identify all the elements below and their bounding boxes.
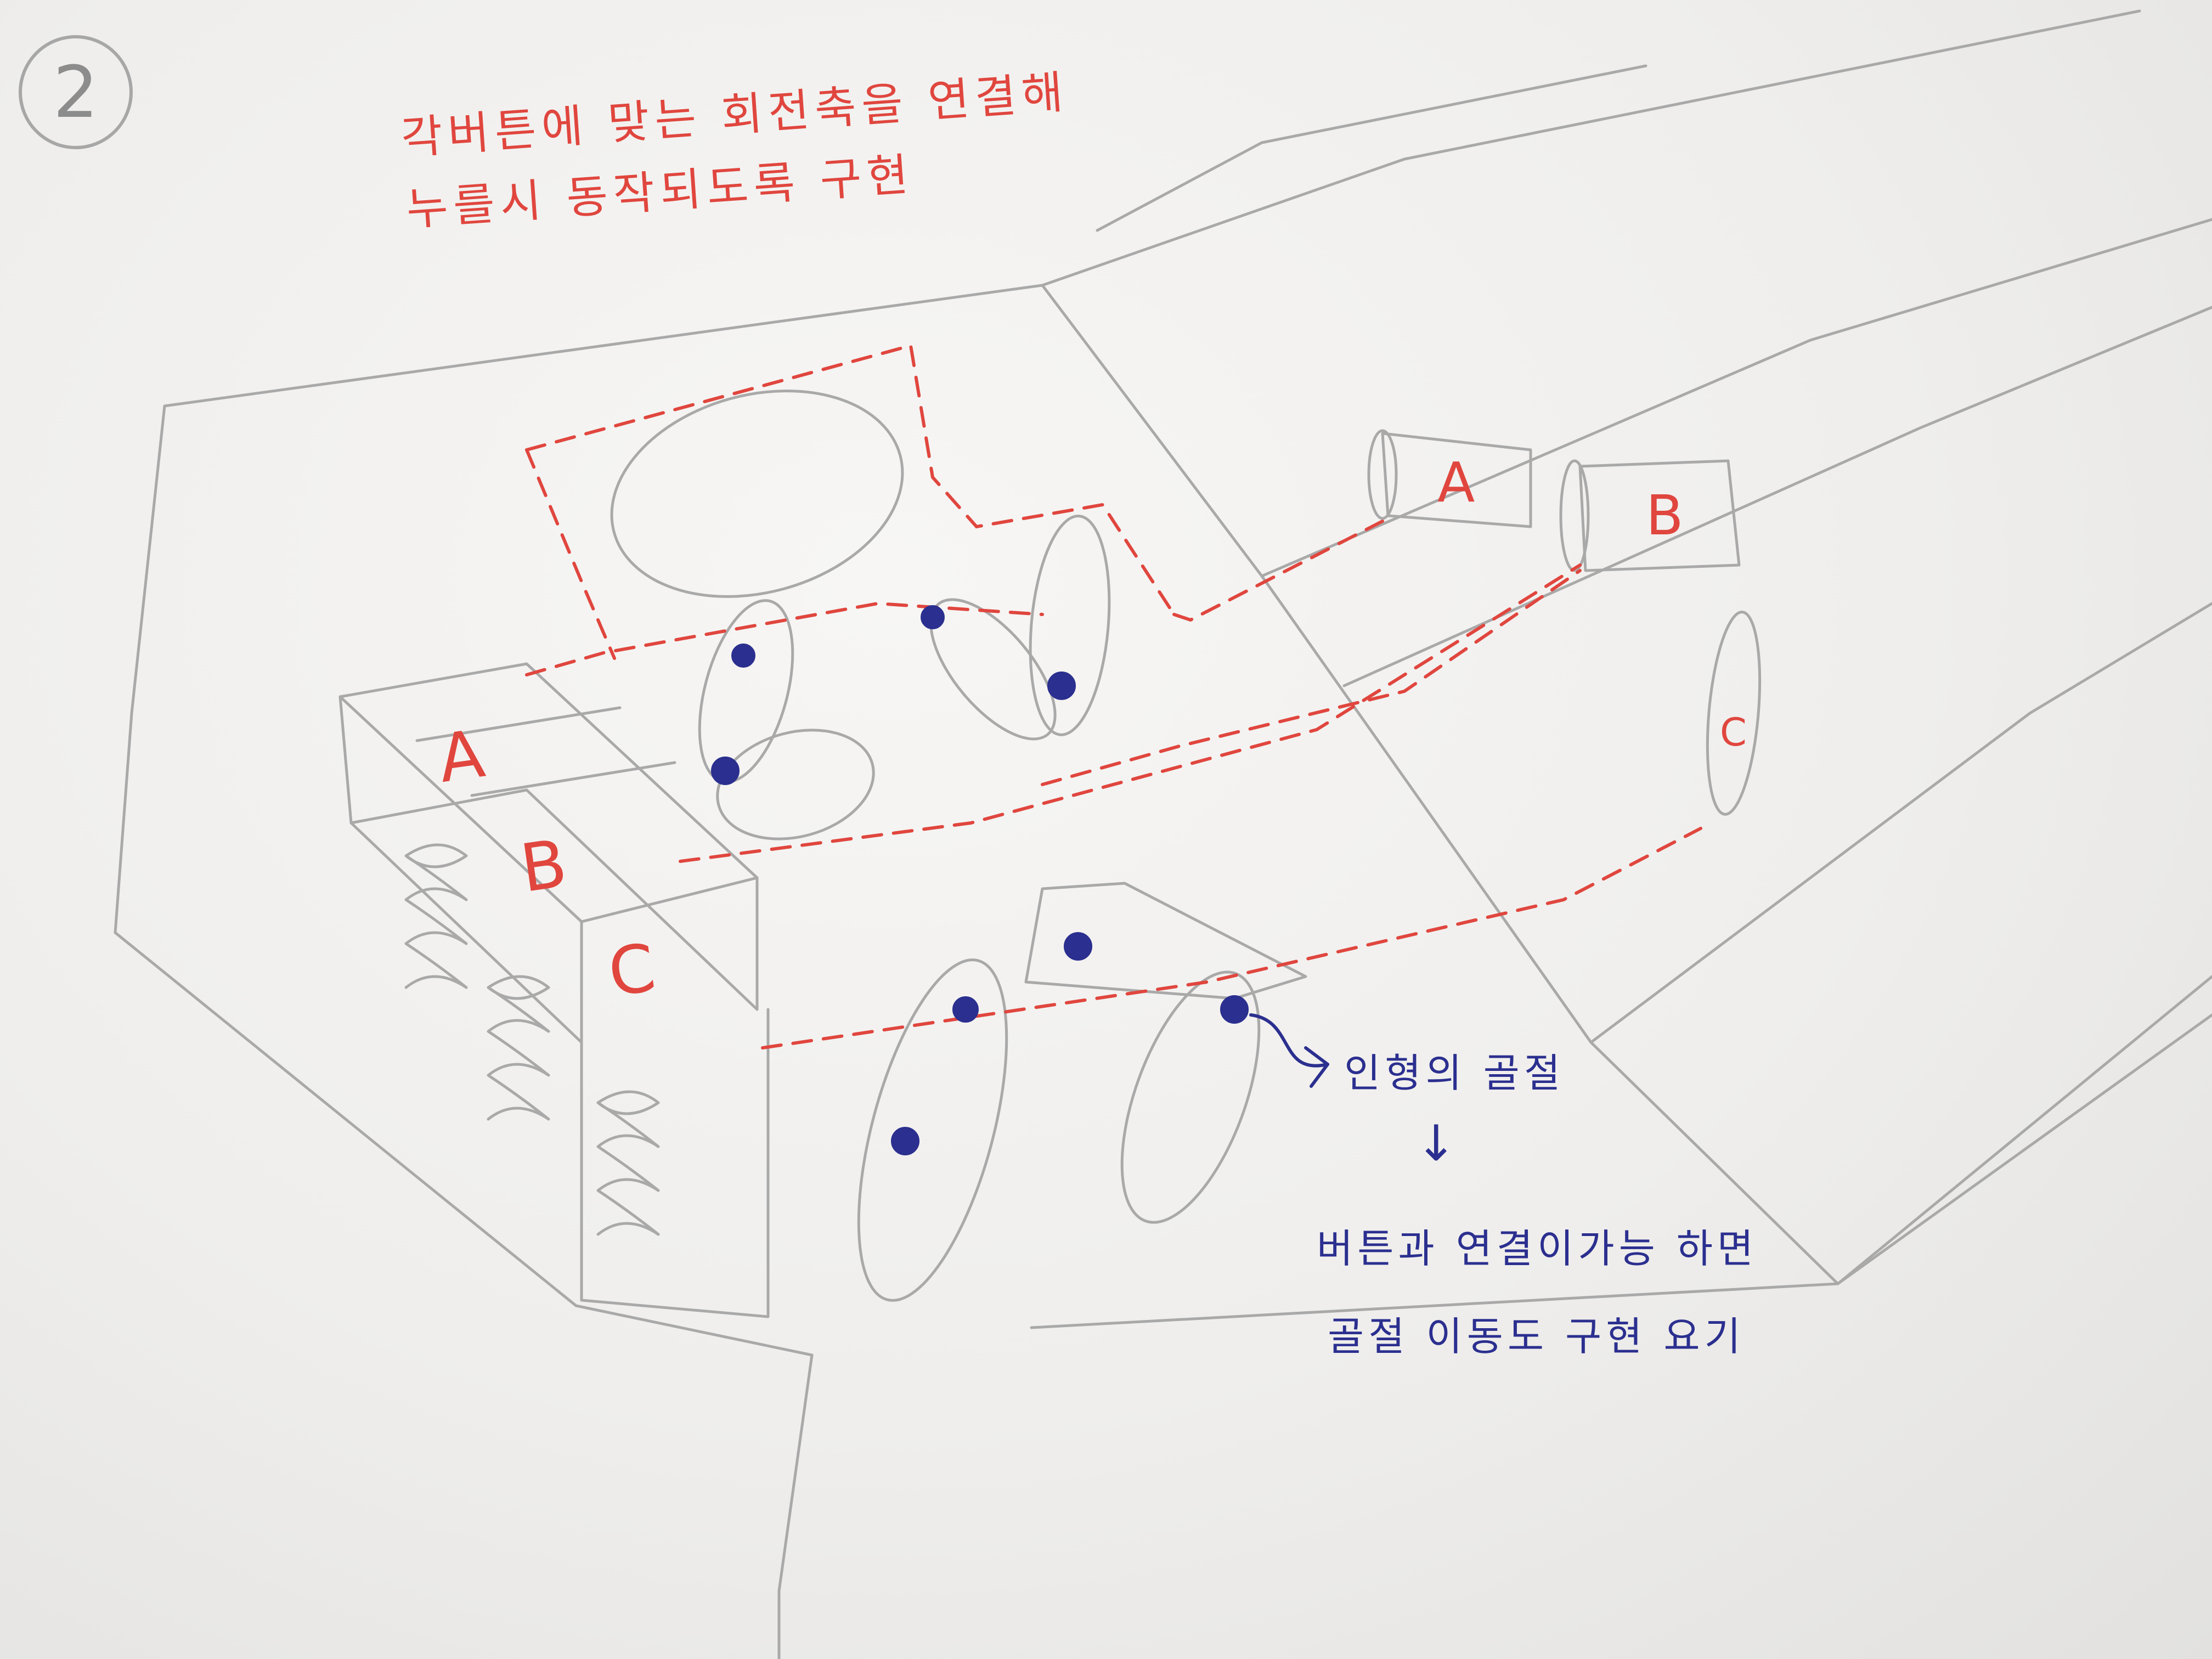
- blue-note-line2: 골절 이동도 구현 요기: [1328, 1313, 1745, 1359]
- button-block-side: [338, 695, 583, 1044]
- back-button-c: [1706, 611, 1762, 816]
- step-number-circle: 2: [19, 35, 133, 149]
- front-button-label-a: A: [433, 715, 489, 798]
- link-line-b: [679, 563, 1582, 863]
- back-button-label-a: A: [1437, 450, 1475, 515]
- step-number: 2: [53, 50, 99, 134]
- head-rotation-frame: [525, 343, 1176, 616]
- spring-a: [404, 843, 468, 989]
- back-button-b: [1578, 459, 1741, 572]
- front-button-label-c: C: [603, 929, 660, 1012]
- joint-8: [891, 1127, 919, 1155]
- button-block-front: [349, 788, 759, 1011]
- doll-left-lower-arm: [716, 729, 875, 840]
- rail-3: [1589, 602, 2212, 1044]
- back-button-label-c: C: [1720, 710, 1747, 755]
- box-right-bottom-edge: [1030, 975, 2212, 1329]
- joint-arrow: [1249, 1013, 1329, 1068]
- joint-2: [711, 757, 740, 785]
- doll-left-leg: [857, 958, 1008, 1302]
- doll-right-lower-arm: [1029, 515, 1111, 736]
- blue-note-line1: 버튼과 연결이가능 하면: [1317, 1226, 1758, 1272]
- doll-left-upper-arm: [698, 599, 794, 783]
- doll-right-leg: [1120, 970, 1261, 1224]
- back-button-label-b: B: [1646, 483, 1684, 548]
- spring-c: [596, 1090, 660, 1236]
- box-inner-diagonal: [1041, 284, 1839, 1285]
- link-line-a: [1172, 520, 1384, 622]
- box-base-edge: [777, 1353, 814, 1659]
- rail-1: [1260, 218, 2212, 578]
- box-left-edge: [114, 404, 166, 934]
- doll-hip: [1024, 882, 1307, 1000]
- box-bottom-edge: [114, 931, 814, 1357]
- spring-b: [487, 975, 550, 1121]
- joint-4: [1047, 672, 1076, 700]
- link-line-c: [761, 827, 1702, 1049]
- joint-note: 인형의 골절: [1344, 1050, 1565, 1096]
- back-button-a: [1381, 432, 1532, 528]
- box-top-edge: [163, 9, 2141, 408]
- joint-1: [731, 644, 755, 668]
- joint-6: [952, 996, 979, 1023]
- doll-right-upper-arm: [929, 598, 1057, 741]
- front-button-label-b: B: [516, 825, 572, 908]
- joint-5: [1064, 932, 1092, 961]
- down-arrow: ↓: [1415, 1115, 1457, 1172]
- rail-4: [1836, 1013, 2212, 1285]
- doll-head: [610, 390, 904, 598]
- link-line-head: [525, 601, 1044, 676]
- box-back-edge: [1096, 64, 1647, 232]
- joint-3: [921, 605, 945, 629]
- joint-7: [1220, 995, 1249, 1024]
